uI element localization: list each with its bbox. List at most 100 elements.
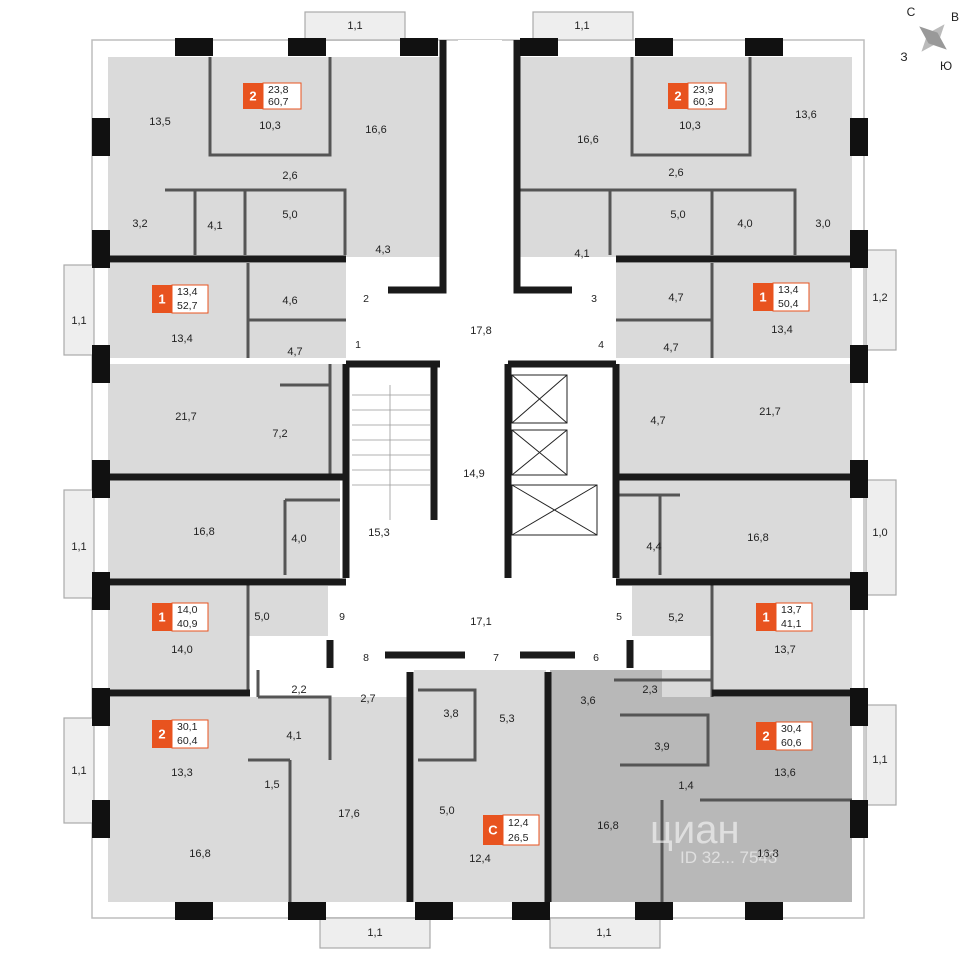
room-area: 10,3 <box>259 120 280 132</box>
room-labels: 1,1 13,5 3,2 10,3 16,6 2,6 4,1 5,0 4,3 1… <box>71 20 887 939</box>
room-area: 15,3 <box>368 527 389 539</box>
room-area: 1,0 <box>872 527 887 539</box>
room-area: 13,6 <box>795 109 816 121</box>
badge-total-area: 50,4 <box>778 298 799 310</box>
room-area: 12,4 <box>469 853 490 865</box>
room-area: 3,8 <box>443 708 458 720</box>
room-area: 4,7 <box>287 346 302 358</box>
door-number: 2 <box>363 293 369 305</box>
watermark-brand: циан <box>650 808 740 852</box>
room-area: 5,0 <box>254 611 269 623</box>
room-area: 14,9 <box>463 468 484 480</box>
room-area: 4,4 <box>646 541 661 553</box>
room-area: 4,7 <box>663 342 678 354</box>
room-area: 1,1 <box>71 541 86 553</box>
room-area: 1,1 <box>71 765 86 777</box>
room-area: 13,6 <box>774 767 795 779</box>
badge-low-right: 2 30,4 60,6 <box>756 721 813 751</box>
room-area: 2,3 <box>642 684 657 696</box>
compass-east: В <box>951 10 959 24</box>
room-area: 4,6 <box>282 295 297 307</box>
badge-living-area: 14,0 <box>177 604 198 616</box>
badge-type: 1 <box>762 609 769 624</box>
room-area: 17,8 <box>470 325 491 337</box>
room-area: 4,1 <box>574 248 589 260</box>
room-area: 13,7 <box>774 644 795 656</box>
room-area: 13,5 <box>149 116 170 128</box>
badge-total-area: 41,1 <box>781 618 802 630</box>
room-area: 16,8 <box>757 848 778 860</box>
door-number: 3 <box>591 293 597 305</box>
compass-north: С <box>907 5 916 19</box>
compass-icon: С В Ю З <box>900 5 959 73</box>
elevator-shafts <box>511 374 598 536</box>
room-area: 16,8 <box>193 526 214 538</box>
room-area: 3,6 <box>580 695 595 707</box>
room-area: 4,1 <box>286 730 301 742</box>
watermark-id: ID 32... 7543 <box>680 848 777 867</box>
room-area: 3,9 <box>654 741 669 753</box>
room-area: 16,8 <box>189 848 210 860</box>
badge-total-area: 26,5 <box>508 832 529 844</box>
room-area: 2,7 <box>360 693 375 705</box>
badge-total-area: 52,7 <box>177 300 198 312</box>
badge-living-area: 30,4 <box>781 723 802 735</box>
interior-walls <box>165 57 852 902</box>
room-area: 1,1 <box>872 754 887 766</box>
badge-total-area: 60,4 <box>177 735 198 747</box>
badge-living-area: 12,4 <box>508 817 529 829</box>
room-area: 2,2 <box>291 684 306 696</box>
room-area: 16,6 <box>577 134 598 146</box>
room-area: 1,1 <box>596 927 611 939</box>
badge-type: С <box>488 822 498 837</box>
door-number: 4 <box>598 339 604 351</box>
window-blocks <box>92 38 868 920</box>
badge-upper-left: 1 13,4 52,7 <box>152 284 209 314</box>
badge-total-area: 60,7 <box>268 96 289 108</box>
compass-west: З <box>900 50 907 64</box>
badge-type: 1 <box>759 289 766 304</box>
room-area: 4,7 <box>668 292 683 304</box>
staircase <box>352 385 430 520</box>
room-area: 13,4 <box>771 324 792 336</box>
room-area: 5,0 <box>282 209 297 221</box>
room-area: 10,3 <box>679 120 700 132</box>
watermark: циан ID 32... 7543 <box>650 808 777 867</box>
room-area: 16,6 <box>365 124 386 136</box>
badge-living-area: 13,4 <box>778 284 799 296</box>
room-area: 3,0 <box>815 218 830 230</box>
room-area: 1,5 <box>264 779 279 791</box>
room-area: 1,2 <box>872 292 887 304</box>
room-area: 13,3 <box>171 767 192 779</box>
room-area: 4,7 <box>650 415 665 427</box>
badge-type: 2 <box>674 88 681 103</box>
badge-low-left: 2 30,1 60,4 <box>152 719 209 749</box>
room-area: 21,7 <box>759 406 780 418</box>
room-area: 5,0 <box>439 805 454 817</box>
door-number: 9 <box>339 611 345 623</box>
room-area: 4,3 <box>375 244 390 256</box>
room-area: 1,4 <box>678 780 693 792</box>
room-area: 4,0 <box>291 533 306 545</box>
room-area: 1,1 <box>347 20 362 32</box>
room-area: 2,6 <box>282 170 297 182</box>
room-area: 1,1 <box>574 20 589 32</box>
room-area: 1,1 <box>367 927 382 939</box>
badge-top-right: 2 23,9 60,3 <box>668 82 727 110</box>
badge-living-area: 30,1 <box>177 721 198 733</box>
door-number: 8 <box>363 652 369 664</box>
room-area: 14,0 <box>171 644 192 656</box>
compass-south: Ю <box>940 59 952 73</box>
room-area: 5,2 <box>668 612 683 624</box>
badge-upper-right: 1 13,4 50,4 <box>753 282 810 312</box>
door-number: 5 <box>616 611 622 623</box>
room-area: 3,2 <box>132 218 147 230</box>
badge-type: 2 <box>158 726 165 741</box>
door-number: 1 <box>355 339 361 351</box>
badge-total-area: 60,6 <box>781 737 802 749</box>
door-numbers: 2 1 3 4 9 8 7 6 5 <box>339 293 622 664</box>
door-number: 7 <box>493 652 499 664</box>
room-area: 21,7 <box>175 411 196 423</box>
badge-living-area: 23,8 <box>268 84 289 96</box>
